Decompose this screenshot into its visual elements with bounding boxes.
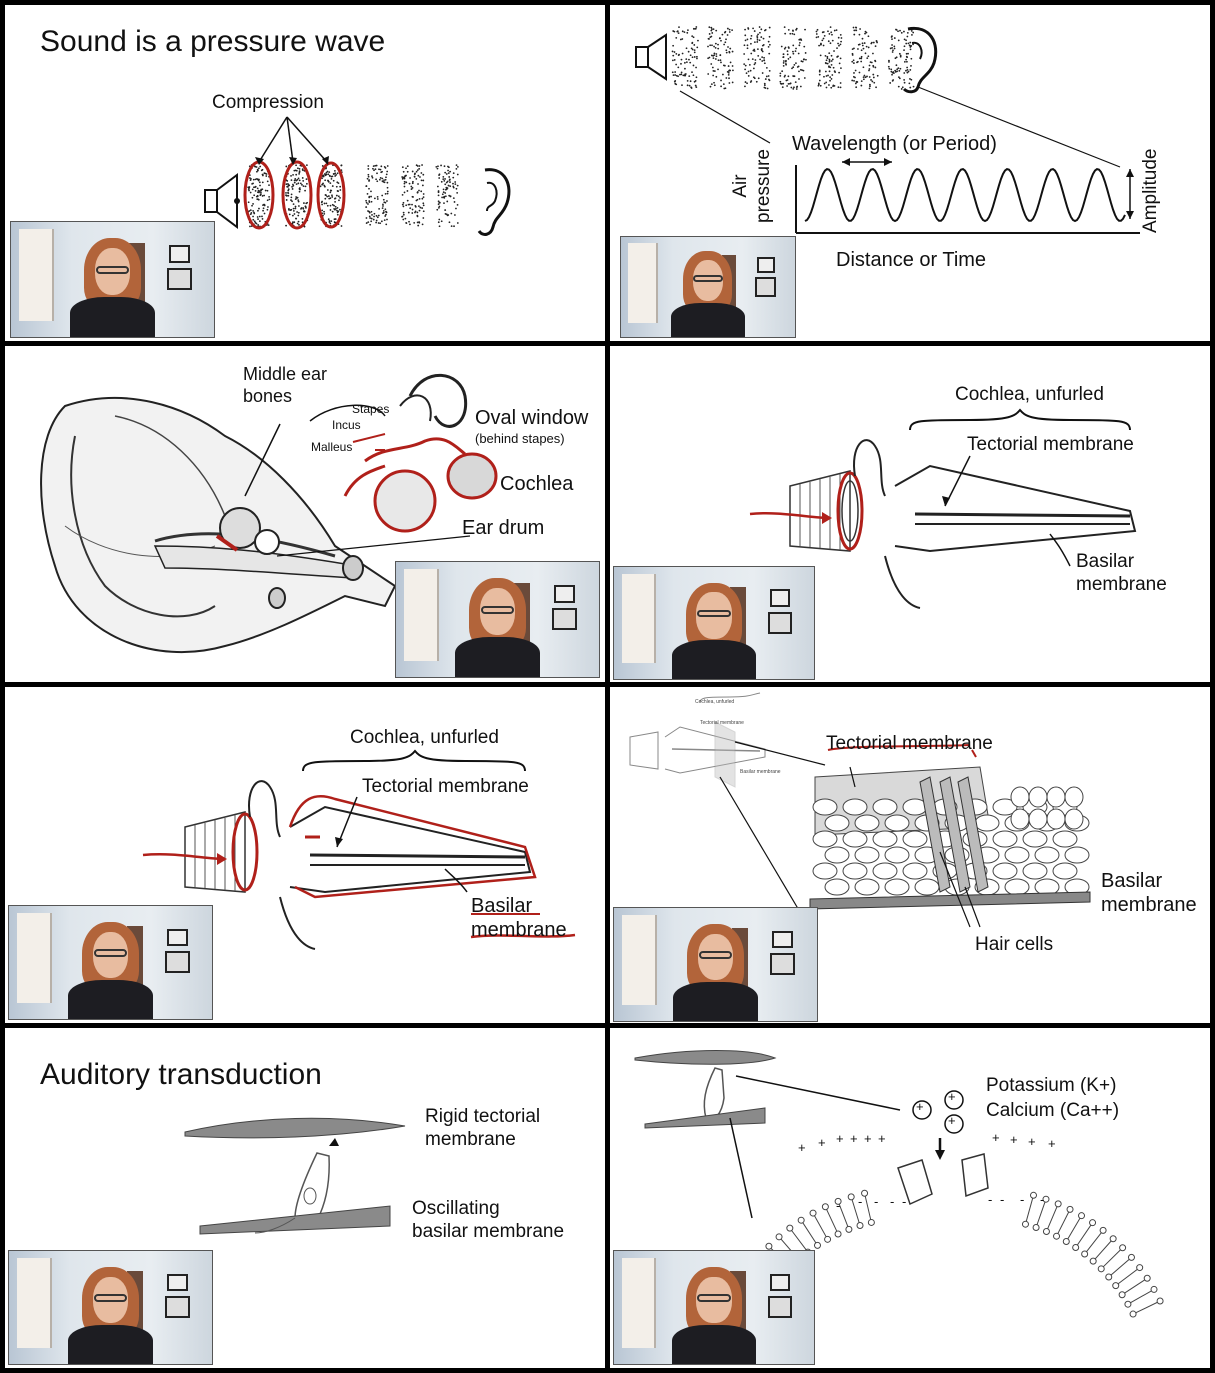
panel-ion-channels: + + + Potassium (K+) Calcium (Ca++) + + … [610, 1028, 1210, 1368]
compression-label: Compression [212, 92, 324, 113]
presenter-avatar [670, 1266, 758, 1364]
cochlea-unfurled-title: Cochlea, unfurled [350, 727, 499, 748]
basilar-label: Basilar [471, 895, 533, 917]
presenter-webcam [613, 566, 815, 680]
wave-graph [635, 26, 1140, 234]
presenter-avatar [670, 582, 758, 679]
middle-ear-bones-label: Middle ear bones [243, 364, 328, 406]
presenter-webcam [10, 221, 215, 338]
organ-of-corti-illustration [629, 692, 1091, 928]
oscillating-basilar-label: Oscillating basilar membrane [412, 1198, 565, 1242]
wavelength-label: Wavelength (or Period) [792, 133, 997, 155]
cochlea-unfurled-diagram [749, 408, 1137, 609]
panel-cochlea-unfurled: Cochlea, unfurled Tectorial membrane Bas… [610, 346, 1210, 682]
tectorial-membrane-label: Tectorial membrane [826, 733, 993, 754]
amplitude-label: Amplitude [1140, 148, 1161, 234]
ear-anatomy-illustration [40, 373, 498, 654]
presenter-avatar [453, 578, 542, 677]
cochlea-annotated-diagram [142, 749, 576, 950]
charge-plus: + [864, 1131, 872, 1146]
charge-plus: + [818, 1135, 826, 1150]
charge-minus: - [988, 1192, 993, 1207]
incus-label: Incus [332, 418, 361, 432]
presenter-avatar [66, 1266, 155, 1364]
transduction-diagram [184, 1117, 406, 1235]
charge-minus: - [874, 1194, 879, 1209]
panel-cochlea-annotated: Cochlea, unfurled Tectorial membrane Bas… [5, 687, 605, 1023]
panel-hair-cells: Cochlea, unfurled Tectorial membrane Bas… [610, 687, 1210, 1023]
ion-plus-2: + [948, 1089, 956, 1104]
charge-plus: + [1048, 1136, 1056, 1151]
pressure-wave-illustration [204, 116, 511, 236]
page-title: Sound is a pressure wave [40, 25, 386, 58]
charge-minus: - [1040, 1192, 1045, 1207]
hair-cells-label: Hair cells [975, 934, 1054, 955]
charge-minus: - [836, 1198, 841, 1213]
charge-plus: + [992, 1130, 1000, 1145]
charge-minus: - [902, 1194, 907, 1209]
charge-plus: + [836, 1131, 844, 1146]
presenter-avatar [670, 251, 747, 337]
potassium-label: Potassium (K+) [986, 1075, 1117, 1096]
tectorial-membrane-label: Tectorial membrane [362, 776, 529, 797]
ion-plus-1: + [916, 1099, 924, 1114]
cochlea-label: Cochlea [500, 473, 574, 495]
distance-time-label: Distance or Time [836, 249, 987, 271]
presenter-avatar [66, 921, 155, 1019]
charge-plus: + [1028, 1134, 1036, 1149]
thumb-cochlea-label: Cochlea, unfurled [695, 699, 735, 705]
charge-minus: - [858, 1194, 863, 1209]
air-pressure-label: Air pressure [730, 149, 774, 223]
charge-plus: + [850, 1131, 858, 1146]
panel-auditory-transduction: Auditory transduction Rigid tectorial me… [5, 1028, 605, 1368]
basilar-membrane-label: Basilar membrane [1076, 551, 1167, 595]
rigid-tectorial-label: Rigid tectorial membrane [425, 1106, 541, 1150]
ion-channel-diagram [634, 1050, 1164, 1319]
calcium-label: Calcium (Ca++) [986, 1100, 1120, 1121]
panel-ear-anatomy: Middle ear bones Stapes Incus Malleus Ov… [5, 346, 605, 682]
cochlea-unfurled-title: Cochlea, unfurled [955, 384, 1104, 405]
behind-stapes-label: (behind stapes) [475, 431, 565, 446]
presenter-avatar [671, 923, 760, 1021]
oval-window-label: Oval window [475, 407, 589, 429]
particle-bands [247, 164, 459, 228]
thumb-tectorial-label: Tectorial membrane [700, 720, 744, 726]
presenter-webcam [8, 1250, 213, 1365]
malleus-label: Malleus [311, 440, 353, 454]
charge-plus: + [1010, 1132, 1018, 1147]
ear-drum-label: Ear drum [462, 517, 545, 539]
charge-minus: - [1020, 1192, 1025, 1207]
presenter-webcam [8, 905, 213, 1020]
presenter-avatar [68, 238, 157, 337]
membrane-label: membrane [471, 919, 567, 941]
basilar-membrane-label: Basilar membrane [1101, 870, 1197, 916]
thumb-basilar-label: Basilar membrane [740, 769, 781, 775]
charge-minus: - [1000, 1192, 1005, 1207]
charge-plus: + [878, 1131, 886, 1146]
charge-plus: + [798, 1140, 806, 1155]
panel-wave-properties: Wavelength (or Period) Air pressure Ampl… [610, 5, 1210, 341]
page-title: Auditory transduction [40, 1058, 322, 1091]
ion-plus-3: + [948, 1113, 956, 1128]
tectorial-membrane-label: Tectorial membrane [967, 434, 1134, 455]
presenter-webcam [620, 236, 796, 338]
presenter-webcam [395, 561, 600, 678]
stapes-label: Stapes [352, 402, 390, 416]
panel-pressure-wave: Sound is a pressure wave Compression [5, 5, 605, 341]
presenter-webcam [613, 907, 818, 1022]
charge-minus: - [890, 1194, 895, 1209]
presenter-webcam [613, 1250, 815, 1365]
